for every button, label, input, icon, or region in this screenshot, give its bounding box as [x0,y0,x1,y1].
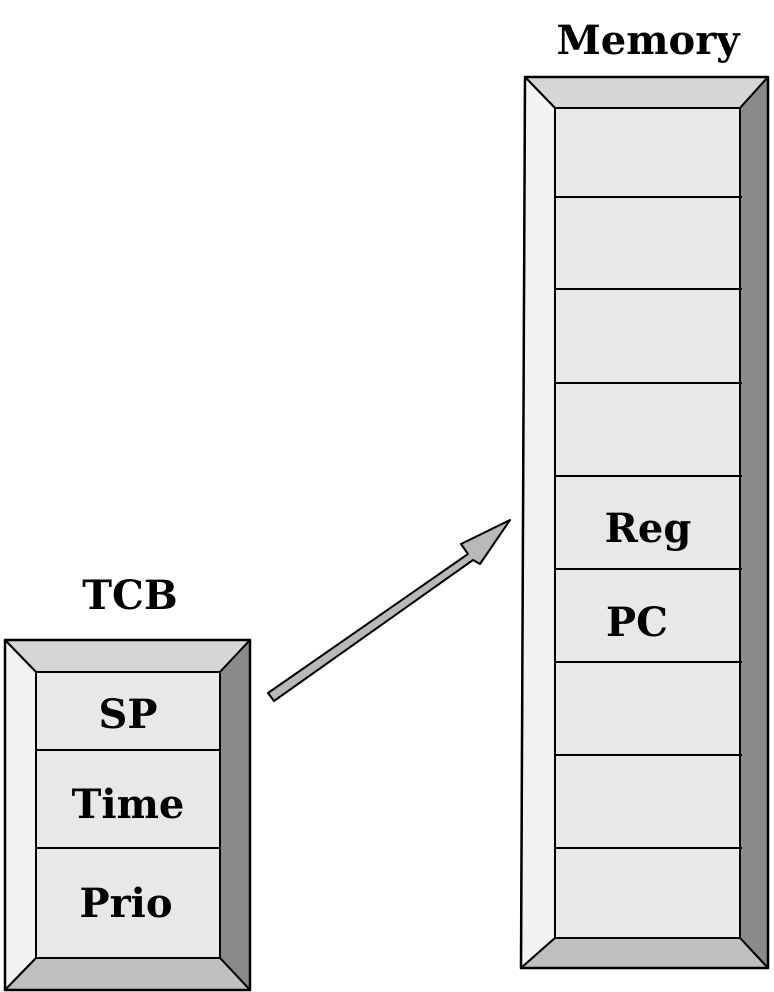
memory-inner-face [554,107,741,939]
memory-block: Reg PC [519,75,770,970]
tcb-bevel-left [4,639,37,991]
tcb-bevel-right [219,639,251,991]
memory-bevel-top [524,76,769,109]
pointer-arrow [267,519,511,702]
memory-bevel-right [739,76,769,969]
tcb-outline [3,638,252,992]
memory-bevel-left [520,76,556,969]
tcb-inner-face [35,671,221,959]
memory-cell-pc: PC [606,599,668,646]
tcb-field-sp: SP [99,691,158,738]
memory-cell-reg: Reg [605,505,692,552]
tcb-field-time: Time [72,781,185,828]
memory-outline [519,75,770,970]
tcb-title: TCB [82,572,177,619]
tcb-field-prio: Prio [79,880,172,927]
tcb-bevel-bottom [4,957,251,991]
memory-bevel-bottom [520,937,769,969]
memory-title: Memory [556,17,741,64]
tcb-block: SP Time Prio [3,638,252,992]
tcb-bevel-top [4,639,251,673]
